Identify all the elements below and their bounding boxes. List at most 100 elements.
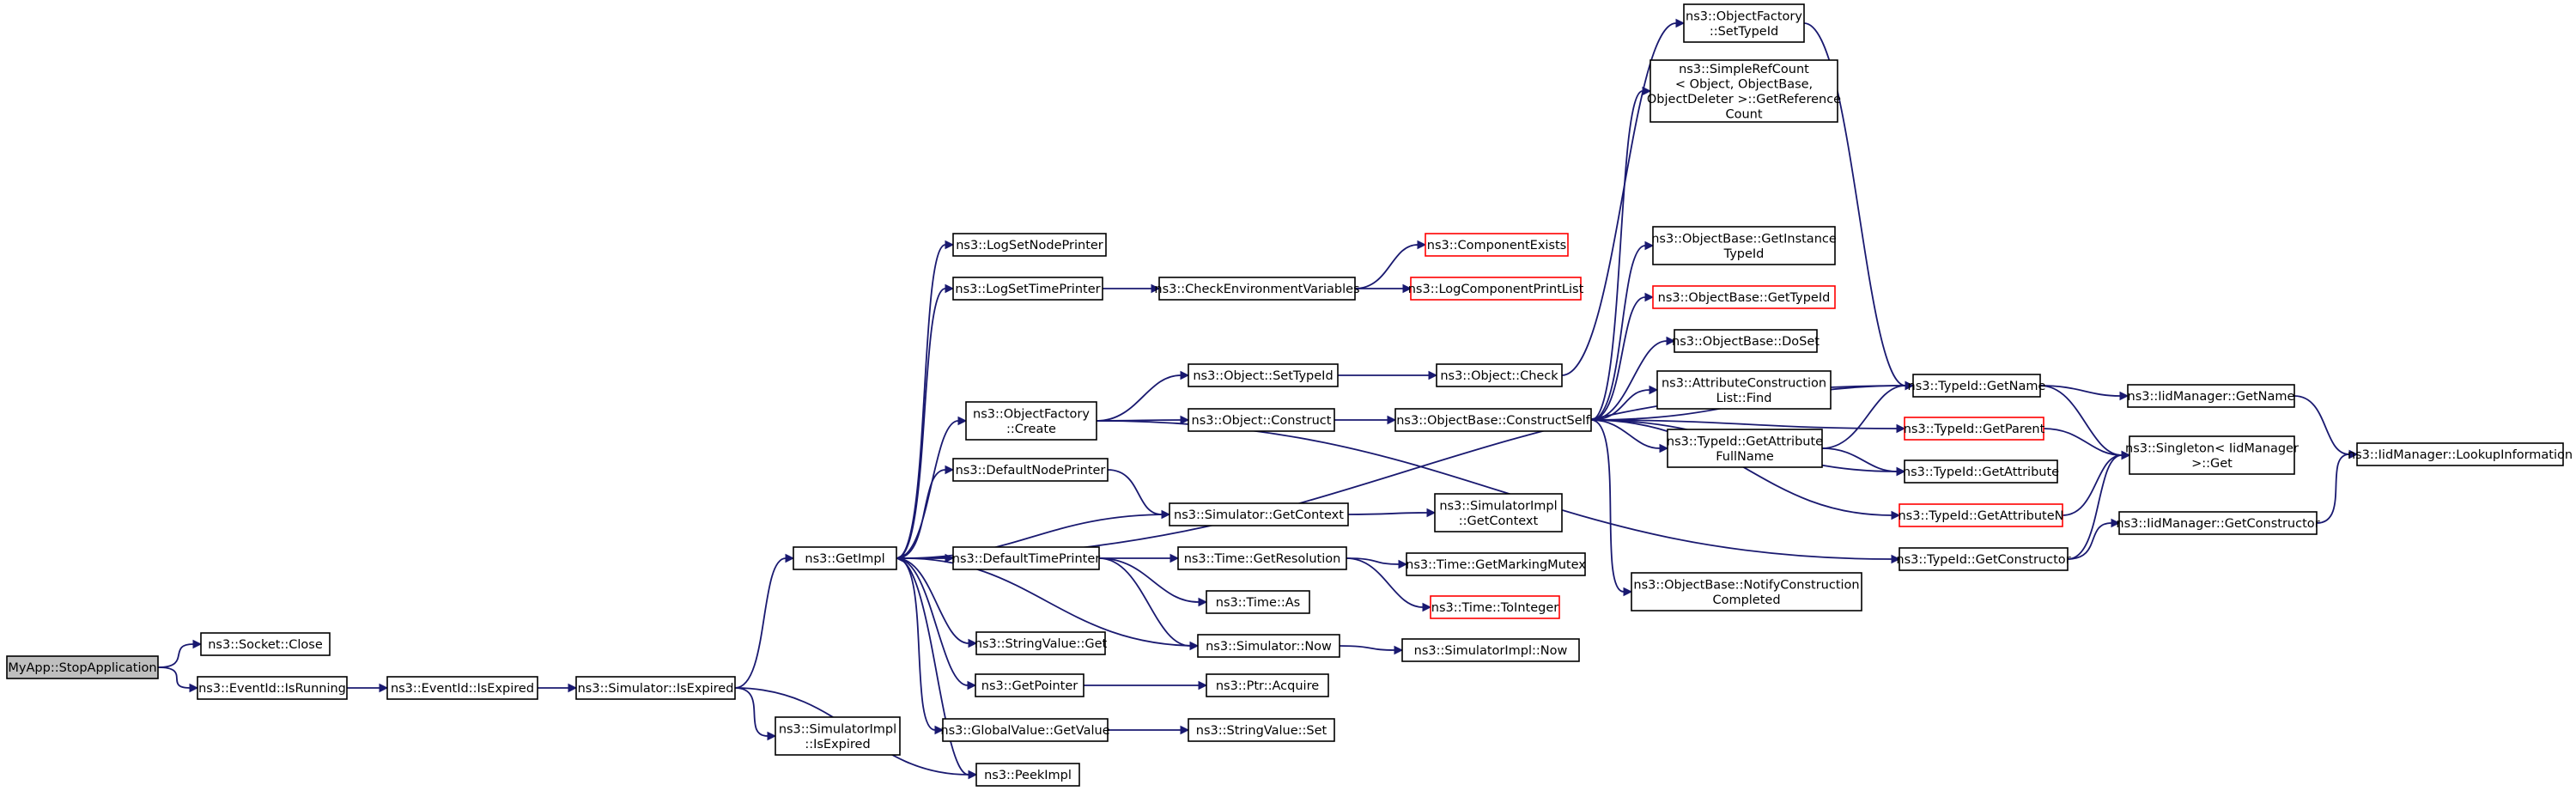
node-logtime[interactable]: ns3::LogSetTimePrinter — [952, 277, 1103, 301]
node-label: ns3::ObjectBase::GetInstance — [1651, 232, 1837, 246]
node-timemutex[interactable]: ns3::Time::GetMarkingMutex — [1406, 552, 1586, 576]
node-simimplctx[interactable]: ns3::SimulatorImpl::GetContext — [1434, 493, 1563, 532]
node-simexpired[interactable]: ns3::Simulator::IsExpired — [575, 676, 736, 700]
node-box — [2127, 384, 2295, 408]
node-stop[interactable]: MyApp::StopApplication — [6, 655, 159, 679]
arrowhead — [2348, 449, 2359, 459]
arrowhead — [189, 683, 199, 693]
arrowhead — [957, 416, 968, 426]
edge-tidgetname-to-singleton — [2039, 385, 2131, 460]
edge-line — [896, 557, 969, 776]
node-lognode[interactable]: ns3::LogSetNodePrinter — [952, 233, 1107, 257]
node-label: ns3::AttributeConstruction — [1662, 376, 1826, 390]
node-box — [775, 716, 901, 756]
node-box — [952, 233, 1107, 257]
node-label: ns3::ObjectFactory — [973, 407, 1090, 421]
arrowhead — [1387, 415, 1397, 425]
node-timeres[interactable]: ns3::Time::GetResolution — [1177, 546, 1347, 570]
edge-timeres-to-timetoint — [1346, 557, 1432, 612]
node-iidlookup[interactable]: ns3::IidManager::LookupInformation — [2348, 442, 2573, 466]
node-gvget[interactable]: ns3::GlobalValue::GetValue — [940, 718, 1110, 742]
node-simgetctx[interactable]: ns3::Simulator::GetContext — [1169, 502, 1349, 526]
node-timetoint[interactable]: ns3::Time::ToInteger — [1430, 595, 1560, 619]
node-simplerc[interactable]: ns3::SimpleRefCount< Object, ObjectBase,… — [1647, 59, 1841, 123]
node-tidgetname[interactable]: ns3::TypeId::GetName — [1908, 374, 2046, 398]
node-getptr[interactable]: ns3::GetPointer — [975, 673, 1084, 697]
node-deftime[interactable]: ns3::DefaultTimePrinter — [952, 546, 1100, 570]
node-obgettid[interactable]: ns3::ObjectBase::GetTypeId — [1652, 285, 1836, 309]
node-ofsettid[interactable]: ns3::ObjectFactory::SetTypeId — [1683, 3, 1805, 43]
node-svget[interactable]: ns3::StringValue::Get — [975, 631, 1108, 655]
call-graph-edges — [157, 18, 2359, 780]
node-simimplexpired[interactable]: ns3::SimulatorImpl::IsExpired — [775, 716, 901, 756]
node-objsettid[interactable]: ns3::Object::SetTypeId — [1188, 363, 1339, 387]
node-svset[interactable]: ns3::StringValue::Set — [1188, 718, 1335, 742]
node-ofcreate[interactable]: ns3::ObjectFactory::Create — [965, 401, 1097, 441]
node-iidgetname[interactable]: ns3::IidManager::GetName — [2127, 384, 2295, 408]
node-obnotify[interactable]: ns3::ObjectBase::NotifyConstructionCompl… — [1631, 572, 1862, 612]
node-isrunning[interactable]: ns3::EventId::IsRunning — [197, 676, 348, 700]
edge-obconstructself-to-attrcfind — [1590, 385, 1659, 421]
edge-getimpl-to-gvget — [896, 557, 945, 735]
arrowhead — [945, 283, 955, 294]
node-box — [1904, 459, 2058, 484]
node-label: ns3::TypeId::GetAttribute — [1667, 435, 1823, 448]
node-objconstruct[interactable]: ns3::Object::Construct — [1188, 408, 1335, 432]
edge-getimpl-to-peekimpl — [896, 557, 978, 780]
node-ptracquire[interactable]: ns3::Ptr::Acquire — [1206, 673, 1329, 697]
edge-line — [1590, 90, 1643, 421]
node-compexists[interactable]: ns3::ComponentExists — [1425, 233, 1569, 257]
edge-line — [1346, 557, 1400, 565]
edge-line — [734, 557, 787, 689]
edge-line — [1590, 419, 1661, 449]
node-peekimpl[interactable]: ns3::PeekImpl — [975, 763, 1080, 787]
node-singleton[interactable]: ns3::Singleton< IidManager >::Get — [2125, 435, 2299, 475]
node-box — [952, 546, 1100, 570]
node-tidgetattr[interactable]: ns3::TypeId::GetAttribute — [1903, 459, 2059, 484]
node-label: ns3::StringValue::Set — [1196, 724, 1327, 738]
node-label: ns3::Time::GetResolution — [1184, 552, 1341, 566]
node-getimpl[interactable]: ns3::GetImpl — [793, 546, 897, 570]
node-logprint[interactable]: ns3::LogComponentPrintList — [1408, 277, 1584, 301]
arrowhead — [1394, 645, 1404, 655]
arrowhead — [1675, 18, 1686, 28]
node-tidgetattrn[interactable]: ns3::TypeId::GetAttributeN — [1898, 503, 2064, 527]
edge-line — [2039, 385, 2123, 456]
node-eidexpired[interactable]: ns3::EventId::IsExpired — [386, 676, 538, 700]
node-label: Completed — [1712, 593, 1780, 607]
node-simnow[interactable]: ns3::Simulator::Now — [1197, 634, 1340, 658]
node-tidgetctor[interactable]: ns3::TypeId::GetConstructor — [1896, 547, 2071, 571]
node-label: List::Find — [1716, 392, 1772, 405]
edge-obconstructself-to-obinsttid — [1590, 240, 1655, 421]
node-checkenv[interactable]: ns3::CheckEnvironmentVariables — [1154, 277, 1360, 301]
node-obdoset[interactable]: ns3::ObjectBase::DoSet — [1672, 329, 1820, 353]
arrowhead — [1428, 370, 1438, 380]
node-timeas[interactable]: ns3::Time::As — [1206, 590, 1310, 614]
node-label: ::GetContext — [1459, 514, 1539, 528]
node-tidgetparent[interactable]: ns3::TypeId::GetParent — [1904, 417, 2045, 441]
node-simimplnow[interactable]: ns3::SimulatorImpl::Now — [1401, 638, 1580, 662]
node-defnode[interactable]: ns3::DefaultNodePrinter — [952, 458, 1109, 482]
edge-deftime-to-simnow — [1098, 557, 1200, 651]
edge-line — [896, 557, 969, 686]
node-objcheck[interactable]: ns3::Object::Check — [1436, 363, 1563, 387]
node-sockclose[interactable]: ns3::Socket::Close — [200, 632, 331, 656]
edge-line — [1098, 557, 1200, 603]
node-label: ns3::SimulatorImpl::Now — [1414, 644, 1568, 658]
node-iidgetctor[interactable]: ns3::IidManager::GetConstructor — [2116, 511, 2320, 535]
edge-line — [1590, 245, 1646, 421]
edge-checkenv-to-compexists — [1354, 240, 1427, 289]
arrowhead — [1180, 725, 1190, 735]
node-obconstructself[interactable]: ns3::ObjectBase::ConstructSelf — [1394, 408, 1592, 432]
arrowhead — [1896, 466, 1906, 477]
edge-objsettid-to-objcheck — [1338, 370, 1438, 380]
node-label: ns3::Socket::Close — [208, 638, 323, 652]
arrowhead — [968, 638, 978, 648]
node-label: ns3::Time::As — [1216, 596, 1300, 610]
edge-line — [896, 469, 946, 559]
edge-objcheck-to-ofsettid — [1561, 18, 1686, 376]
